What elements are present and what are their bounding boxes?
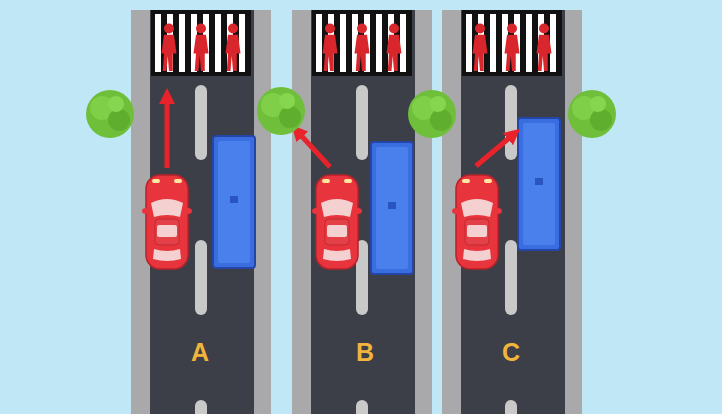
bush	[86, 87, 616, 138]
panel-letter: B	[356, 338, 374, 367]
road-panel	[131, 10, 271, 414]
panel-letter: A	[191, 338, 209, 367]
road-panel	[442, 10, 582, 414]
panel-letter: C	[502, 338, 520, 367]
road-panel	[292, 10, 432, 414]
